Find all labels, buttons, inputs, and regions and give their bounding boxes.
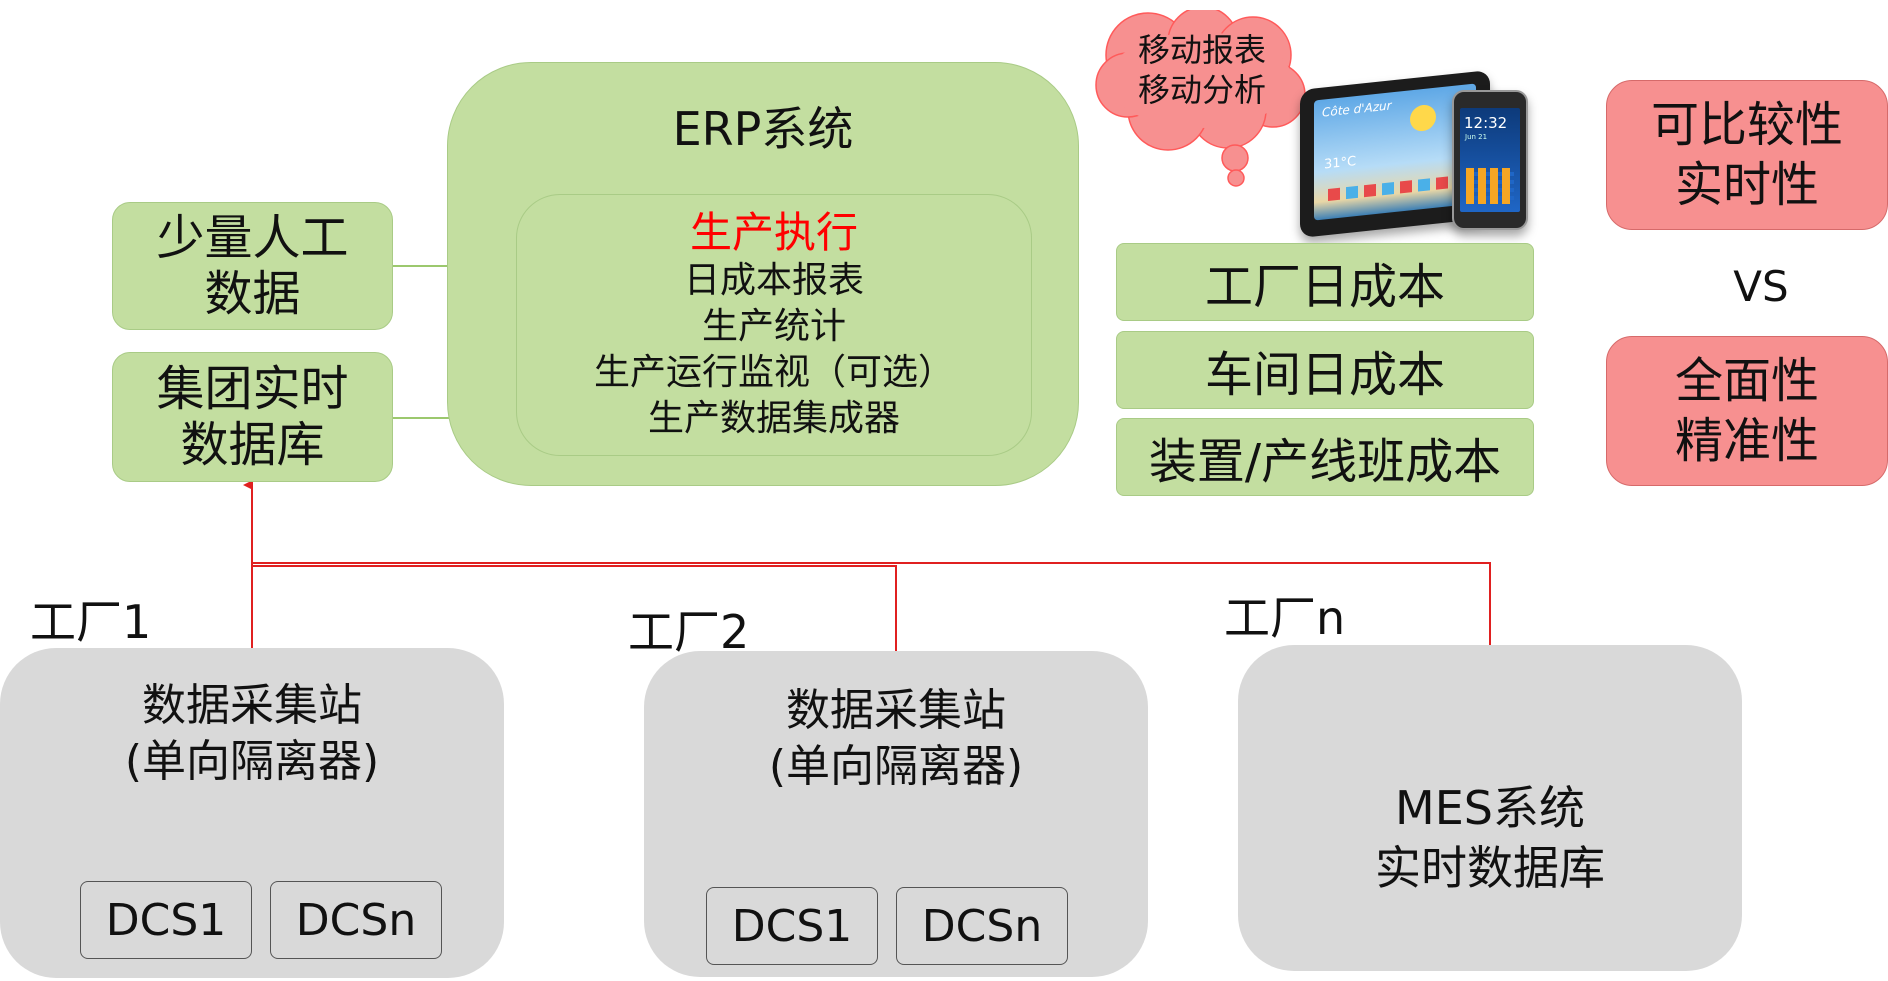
- erp-line: 生产运行监视（可选）: [593, 352, 954, 393]
- station-line: (单向隔离器): [768, 741, 1024, 792]
- compare-top-line: 实时性: [1674, 157, 1819, 213]
- factory-2-label: 工厂2: [628, 605, 750, 659]
- erp-line: 日成本报表: [683, 260, 864, 301]
- station-text: 数据采集站 (单向隔离器): [0, 678, 504, 790]
- red-line-factory2: [252, 565, 897, 651]
- phone-time: 12:32: [1464, 114, 1508, 132]
- sun-icon: [1410, 103, 1436, 133]
- station-line: 数据采集站: [142, 680, 362, 731]
- production-execution-heading: 生产执行: [689, 208, 858, 257]
- factory-1-label: 工厂1: [30, 595, 152, 649]
- dcsn-box: DCSn: [270, 881, 442, 959]
- mes-line: 实时数据库: [1375, 841, 1605, 895]
- vs-label: VS: [1733, 262, 1789, 311]
- bubble-line: 移动分析: [1137, 71, 1266, 109]
- app-icons: [1328, 174, 1462, 202]
- mes-line: MES系统: [1395, 781, 1585, 835]
- erp-line: 生产统计: [701, 306, 846, 347]
- completeness-box: 全面性 精准性: [1606, 336, 1888, 486]
- bubble-text: 移动报表 移动分析: [1108, 28, 1296, 112]
- unit-shift-cost-box: 装置/产线班成本: [1116, 418, 1534, 496]
- erp-line: 生产数据集成器: [647, 398, 900, 439]
- phone-app-icons: [1466, 168, 1514, 204]
- dcsn-box: DCSn: [896, 887, 1068, 965]
- station-text: 数据采集站 (单向隔离器): [644, 683, 1148, 795]
- red-line-factoryn: [252, 562, 1491, 645]
- thought-bubble: [1095, 10, 1306, 187]
- factory-2-station: 数据采集站 (单向隔离器) DCS1 DCSn: [644, 651, 1148, 977]
- factory-daily-cost-box: 工厂日成本: [1116, 243, 1534, 321]
- factory-n-label: 工厂n: [1224, 591, 1346, 645]
- comparability-box: 可比较性 实时性: [1606, 80, 1888, 230]
- phone-date: Jun 21: [1465, 133, 1488, 141]
- tablet-temperature: 31°C: [1324, 154, 1357, 173]
- erp-title: ERP系统: [672, 102, 854, 156]
- compare-bottom-line: 全面性: [1674, 353, 1819, 409]
- tablet-brand: Côte d'Azur: [1322, 98, 1392, 120]
- dcs1-box: DCS1: [80, 881, 252, 959]
- compare-top-line: 可比较性: [1650, 97, 1843, 153]
- compare-bottom-line: 精准性: [1674, 413, 1819, 469]
- realtime-db-line: 集团实时: [156, 361, 349, 417]
- factory-1-station: 数据采集站 (单向隔离器) DCS1 DCSn: [0, 648, 504, 978]
- phone-screen: 12:32 Jun 21: [1460, 108, 1520, 212]
- erp-system-box: ERP系统 生产执行 日成本报表 生产统计 生产运行监视（可选） 生产数据集成器: [447, 62, 1079, 486]
- manual-data-line: 少量人工: [156, 210, 349, 266]
- workshop-daily-cost-box: 车间日成本: [1116, 331, 1534, 409]
- factory-n-mes-system: MES系统 实时数据库: [1238, 645, 1742, 971]
- phone-device: 12:32 Jun 21: [1452, 90, 1528, 230]
- manual-data-line: 数据: [204, 266, 301, 322]
- station-line: 数据采集站: [786, 685, 1006, 736]
- realtime-db-line: 数据库: [180, 417, 325, 473]
- bubble-line: 移动报表: [1137, 31, 1266, 69]
- dcs1-box: DCS1: [706, 887, 878, 965]
- group-realtime-db-box: 集团实时 数据库: [112, 352, 393, 482]
- production-execution-box: 生产执行 日成本报表 生产统计 生产运行监视（可选） 生产数据集成器: [516, 194, 1032, 456]
- manual-data-box: 少量人工 数据: [112, 202, 393, 330]
- station-line: (单向隔离器): [124, 736, 380, 787]
